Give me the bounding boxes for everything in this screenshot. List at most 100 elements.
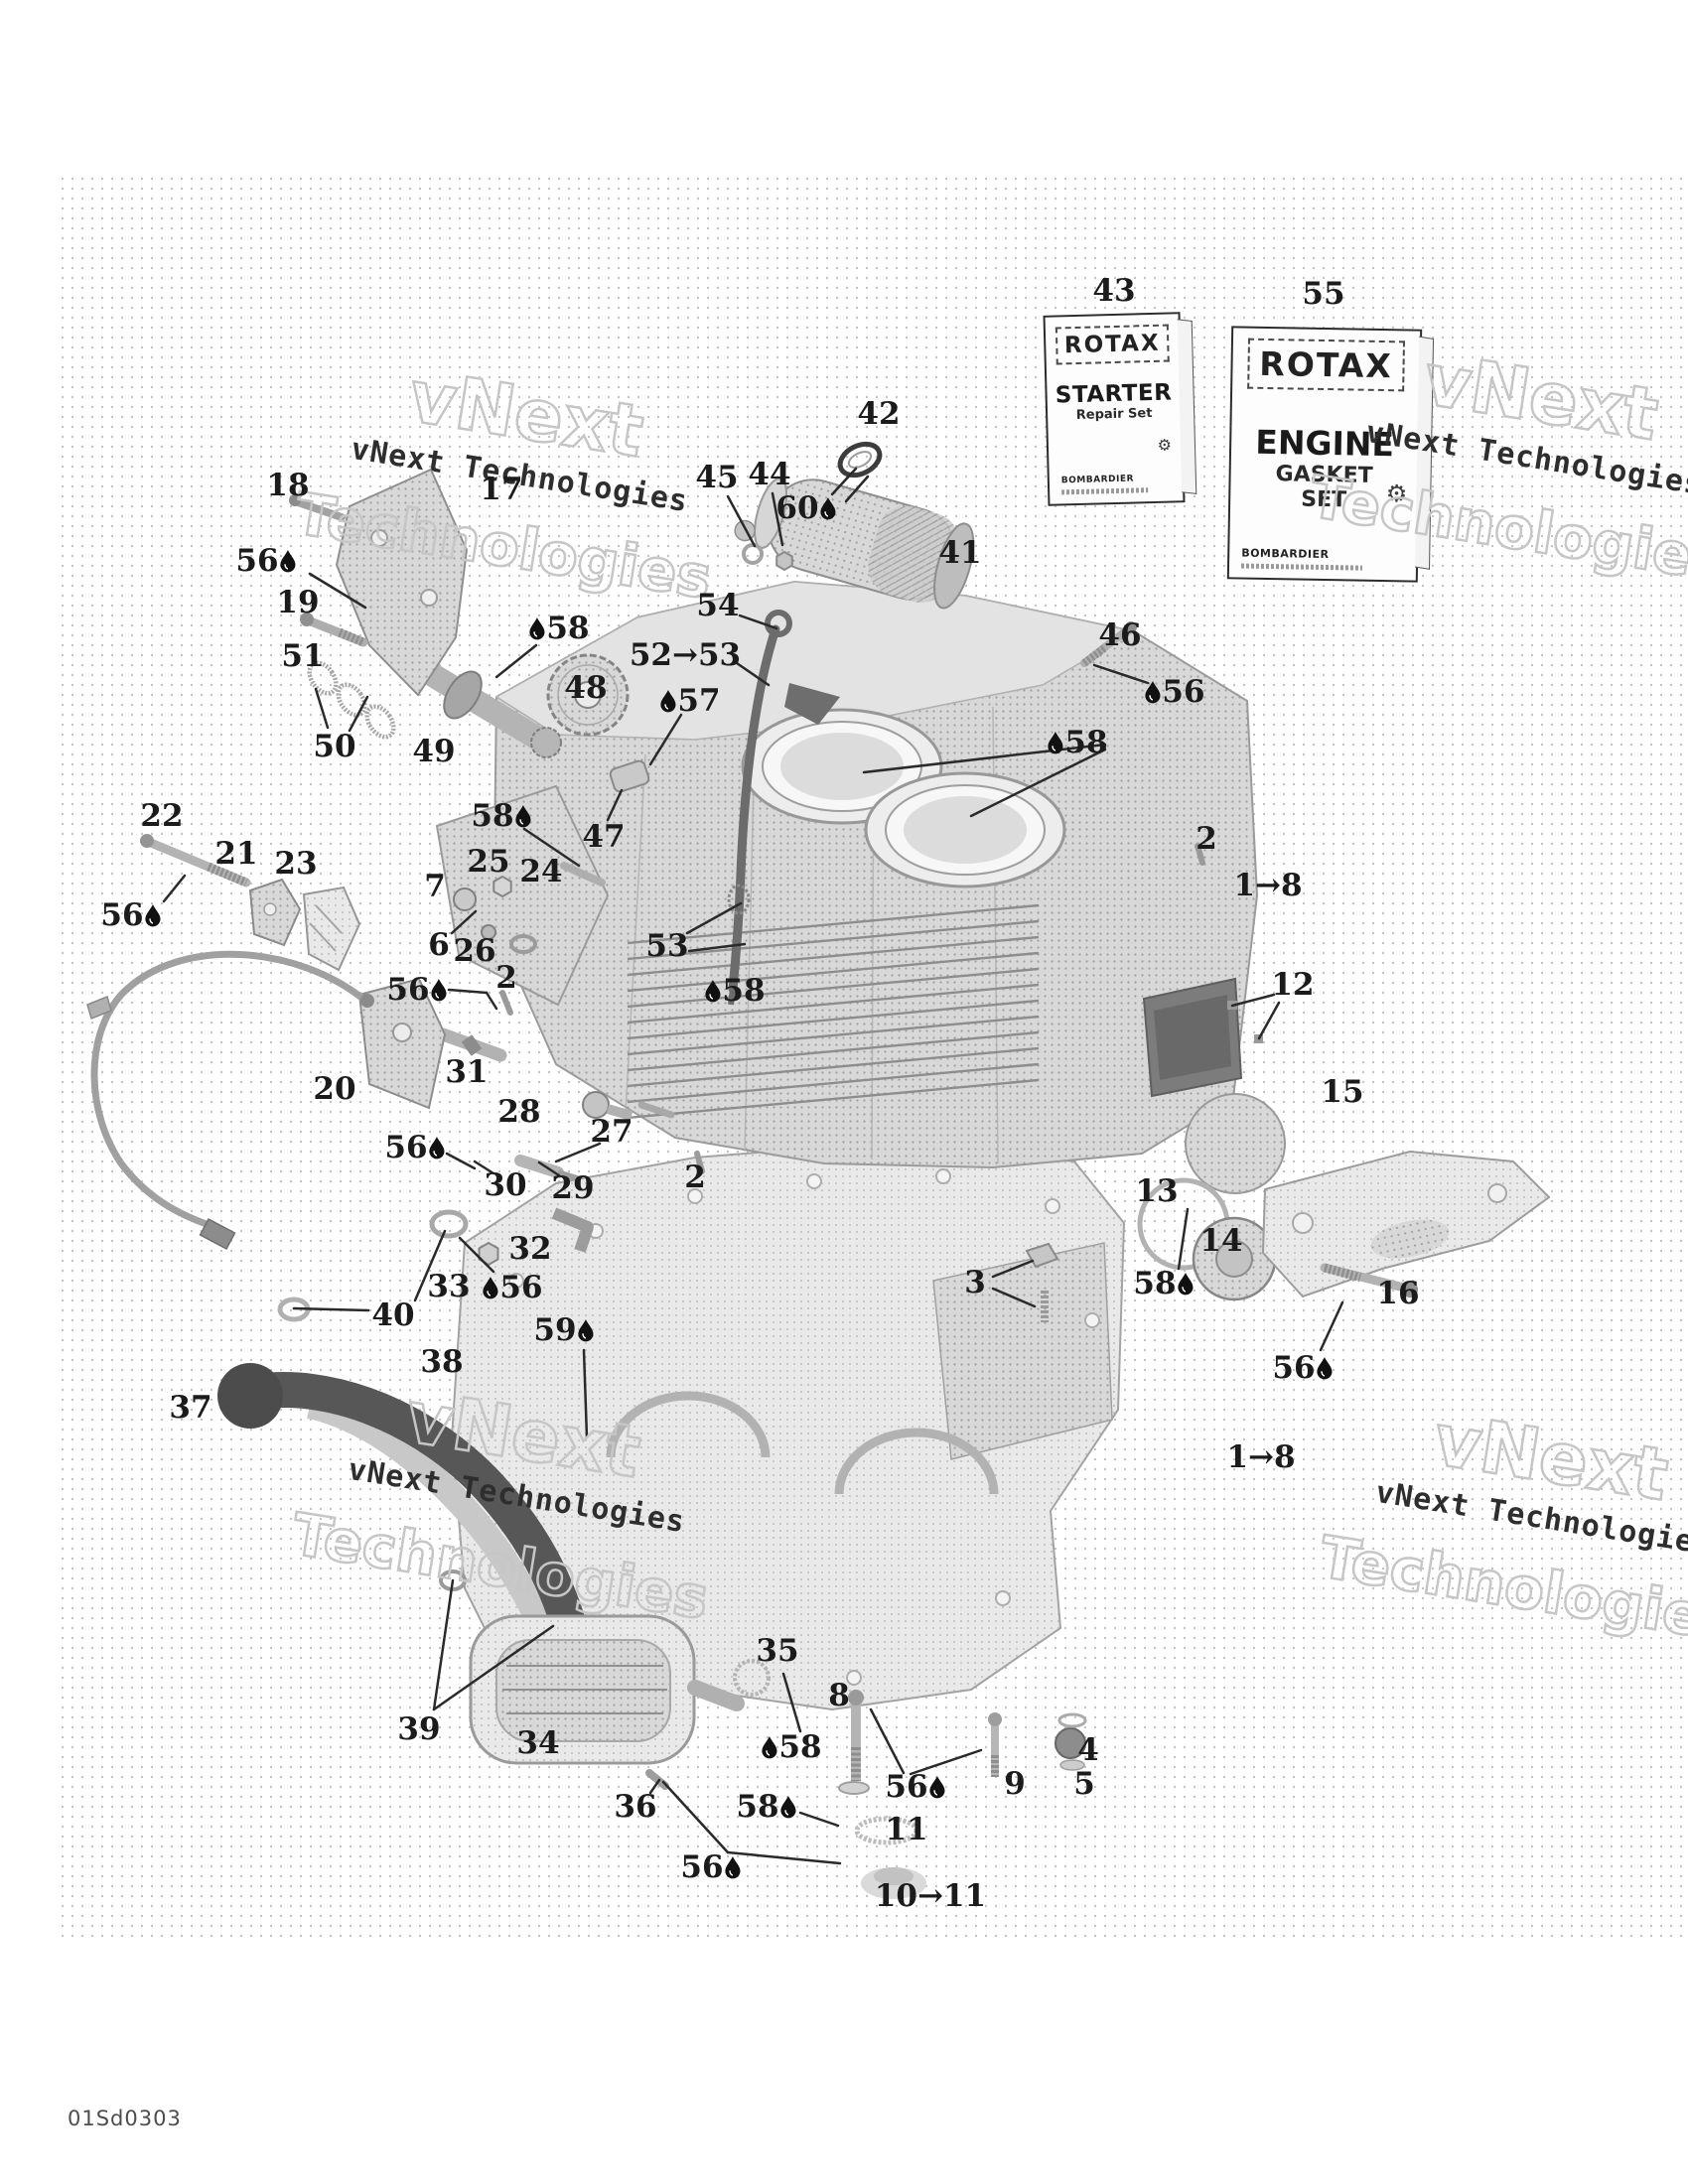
leader-line-40 — [413, 1229, 447, 1302]
leader-line-56 — [485, 991, 498, 1011]
callout-number: 2 — [684, 1160, 706, 1195]
leader-line-36 — [648, 1778, 661, 1795]
starter-gear-illustration — [546, 653, 650, 793]
oil-drop-icon — [1178, 1273, 1194, 1296]
callout-38: 38 — [420, 1344, 463, 1380]
leader-line-58 — [798, 1811, 840, 1828]
leader-line-29 — [537, 1160, 561, 1177]
engine-mount-bracket-illustration — [1261, 1150, 1551, 1298]
leader-line-56 — [909, 1748, 983, 1776]
callout-number: 8 — [828, 1678, 850, 1713]
leader-line-45 — [726, 494, 757, 548]
starter-motor-illustration — [734, 478, 975, 610]
leader-line-47 — [606, 788, 624, 822]
callout-56: 56 — [1272, 1350, 1333, 1386]
callout-60: 60 — [775, 490, 836, 526]
callout-number: 30 — [484, 1167, 527, 1203]
callout-number: 32 — [508, 1231, 552, 1267]
callout-number: 58 — [546, 611, 590, 646]
callout-54: 54 — [696, 588, 739, 623]
callout-number: 53 — [645, 928, 689, 964]
callout-number: 56 — [680, 1849, 724, 1885]
callout-58: 58 — [528, 611, 590, 646]
leader-lines — [162, 467, 1344, 1865]
callout-number: 44 — [748, 457, 791, 492]
oil-drop-icon — [515, 805, 531, 828]
drawing-number: 01Sd0303 — [68, 2107, 182, 2130]
callout-50: 50 — [313, 729, 355, 764]
leader-line-44 — [771, 491, 784, 547]
certification-gear-icon: ⚙ — [1385, 480, 1408, 508]
leader-line-56 — [726, 1850, 842, 1865]
leader-line-58 — [862, 743, 1107, 774]
callout-21: 21 — [214, 836, 257, 872]
starter-repair-kit-box: ROTAX STARTER Repair Set ⚙ BOMBARDIER — [1043, 312, 1186, 506]
callout-number: 56 — [384, 1130, 428, 1165]
callout-10-11: 10→11 — [875, 1878, 986, 1914]
callout-number: 58 — [778, 1729, 822, 1765]
callout-number: 15 — [1321, 1074, 1364, 1110]
callout-8: 8 — [828, 1678, 850, 1713]
callout-14: 14 — [1199, 1223, 1242, 1259]
callout-number: 1→8 — [1233, 868, 1303, 903]
callout-3: 3 — [964, 1265, 986, 1300]
leader-line-59 — [582, 1348, 589, 1439]
callout-number: 22 — [140, 798, 184, 834]
rotax-logo: ROTAX — [1055, 324, 1170, 365]
oil-drop-icon — [578, 1319, 594, 1342]
leader-line-13 — [1177, 1207, 1190, 1271]
leader-line-60 — [844, 475, 870, 503]
oil-drop-icon — [483, 1277, 498, 1299]
kit-smallprint — [1061, 487, 1149, 495]
leader-line-50 — [314, 687, 330, 730]
callout-number: 48 — [564, 670, 608, 706]
callout-number: 56 — [386, 972, 430, 1008]
callout-58: 58 — [1133, 1266, 1194, 1301]
callout-51: 51 — [281, 638, 324, 674]
bombardier-logo: BOMBARDIER — [1060, 474, 1135, 486]
callout-number: 41 — [938, 535, 982, 571]
leader-line-56 — [661, 1780, 730, 1854]
oil-drop-icon — [1317, 1357, 1333, 1380]
leader-line-50 — [348, 695, 369, 733]
callout-55: 55 — [1302, 276, 1344, 312]
callout-56: 56 — [235, 543, 296, 579]
oil-drop-icon — [820, 497, 836, 520]
callout-12: 12 — [1271, 967, 1314, 1003]
callout-number: 56 — [1272, 1350, 1316, 1386]
oil-drop-icon — [280, 550, 296, 573]
oil-drop-icon — [1048, 732, 1063, 754]
callout-number: 58 — [1133, 1266, 1177, 1301]
callout-number: 43 — [1092, 273, 1136, 309]
callout-number: 58 — [1064, 725, 1108, 760]
callout-number: 50 — [313, 729, 356, 764]
oil-drop-icon — [145, 904, 161, 927]
leader-line-39 — [432, 1578, 455, 1711]
callout-29: 29 — [551, 1170, 594, 1206]
callout-number: 2 — [495, 960, 517, 996]
leader-line-39 — [432, 1624, 555, 1711]
callout-number: 56 — [499, 1270, 543, 1305]
leader-line-56 — [445, 1152, 477, 1170]
callout-53: 53 — [645, 928, 688, 964]
leader-line-3 — [991, 1287, 1037, 1308]
callout-45: 45 — [695, 460, 738, 495]
callout-52-53: 52→53 — [630, 637, 741, 673]
callout-16: 16 — [1376, 1276, 1419, 1311]
callout-number: 56 — [885, 1769, 928, 1805]
leader-line-12 — [1257, 1001, 1281, 1040]
kit-title: STARTER — [1055, 379, 1173, 409]
callout-34: 34 — [516, 1725, 559, 1761]
callout-number: 58 — [722, 973, 766, 1009]
callout-43: 43 — [1092, 273, 1135, 309]
callout-24: 24 — [519, 854, 562, 889]
oil-drop-icon — [929, 1776, 945, 1799]
callout-5: 5 — [1073, 1766, 1095, 1802]
leader-line-58 — [522, 827, 581, 868]
callout-number: 36 — [614, 1789, 657, 1825]
callout-4: 4 — [1077, 1732, 1099, 1768]
callout-35: 35 — [756, 1633, 798, 1669]
callout-number: 6 — [428, 927, 450, 963]
callout-58: 58 — [1047, 725, 1108, 760]
callout-number: 13 — [1135, 1173, 1179, 1209]
